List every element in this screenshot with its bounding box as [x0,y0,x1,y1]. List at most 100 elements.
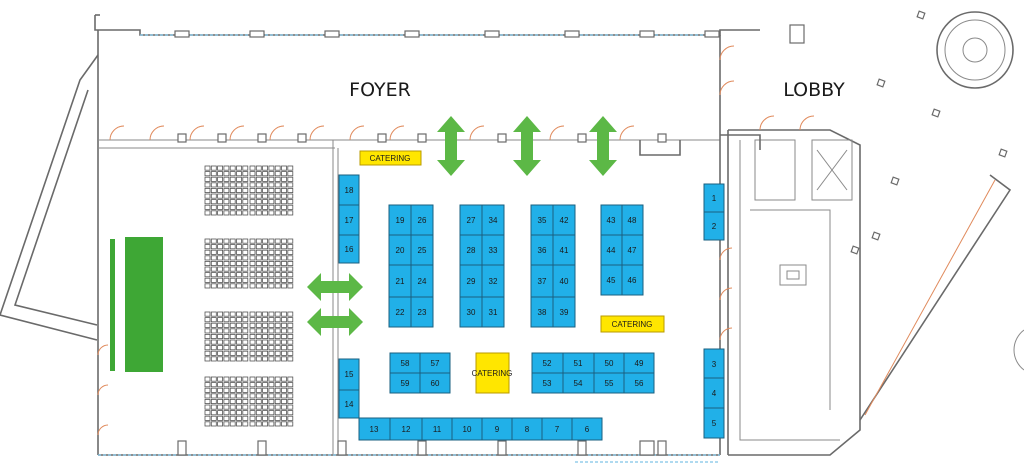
seat [281,182,287,188]
seat [274,266,281,272]
booth-44[interactable]: 44 [600,234,623,266]
booth-33[interactable]: 33 [481,234,505,266]
seat [217,199,224,205]
booth-19[interactable]: 19 [388,204,412,236]
catering-top[interactable]: CATERING [359,150,422,166]
booth-23[interactable]: 23 [410,296,434,328]
seat [274,277,281,283]
seat [287,255,294,261]
booth-54[interactable]: 54 [562,372,595,394]
booth-10[interactable]: 10 [451,417,483,441]
booth-20[interactable]: 20 [388,234,412,266]
booth-48[interactable]: 48 [621,204,644,236]
booth-51[interactable]: 51 [562,352,595,374]
booth-17[interactable]: 17 [338,204,360,236]
booth-32[interactable]: 32 [481,264,505,298]
booth-26[interactable]: 26 [410,204,434,236]
booth-34[interactable]: 34 [481,204,505,236]
booth-11[interactable]: 11 [421,417,453,441]
seat [274,393,281,399]
booth-15[interactable]: 15 [338,358,360,391]
booth-7[interactable]: 7 [541,417,573,441]
booth-47[interactable]: 47 [621,234,644,266]
booth-25[interactable]: 25 [410,234,434,266]
svg-text:29: 29 [467,277,476,286]
booth-57[interactable]: 57 [419,352,451,374]
booth-50[interactable]: 50 [593,352,625,374]
booth-8[interactable]: 8 [511,417,543,441]
booth-52[interactable]: 52 [531,352,564,374]
booth-14[interactable]: 14 [338,389,360,419]
booth-53[interactable]: 53 [531,372,564,394]
seat [204,199,211,205]
booth-46[interactable]: 46 [621,264,644,296]
booth-24[interactable]: 24 [410,264,434,298]
seat [281,165,287,171]
booth-37[interactable]: 37 [530,264,554,298]
booth-2[interactable]: 2 [703,211,725,241]
seat [217,255,224,261]
booth-35[interactable]: 35 [530,204,554,236]
seat [210,277,217,283]
seat [255,328,262,334]
booth-43[interactable]: 43 [600,204,623,236]
booth-6[interactable]: 6 [571,417,603,441]
booth-30[interactable]: 30 [459,296,483,328]
seat [204,421,211,427]
seat [217,382,224,388]
booth-9[interactable]: 9 [481,417,513,441]
booth-55[interactable]: 55 [593,372,625,394]
booth-29[interactable]: 29 [459,264,483,298]
seat [262,204,269,210]
seat [281,317,287,323]
booth-3[interactable]: 3 [703,348,725,379]
seat [223,410,230,416]
seat [262,210,269,216]
seat [249,322,256,328]
seat [204,193,211,199]
booth-49[interactable]: 49 [623,352,655,374]
booth-13[interactable]: 13 [358,417,391,441]
booth-58[interactable]: 58 [389,352,421,374]
booth-41[interactable]: 41 [552,234,576,266]
seat [223,266,230,272]
columns [174,24,805,456]
booth-31[interactable]: 31 [481,296,505,328]
seat [242,171,249,177]
booth-16[interactable]: 16 [338,234,360,264]
catering-center[interactable]: CATERING [472,352,513,394]
seat [287,382,294,388]
seat [281,266,287,272]
seat [242,410,249,416]
booth-4[interactable]: 4 [703,377,725,409]
seat [255,322,262,328]
seat [229,204,236,210]
booth-60[interactable]: 60 [419,372,451,394]
catering-right[interactable]: CATERING [600,315,665,333]
booth-22[interactable]: 22 [388,296,412,328]
booth-40[interactable]: 40 [552,264,576,298]
booth-36[interactable]: 36 [530,234,554,266]
booth-27[interactable]: 27 [459,204,483,236]
seat [262,283,269,289]
booth-5[interactable]: 5 [703,407,725,439]
doors [97,45,815,436]
booth-28[interactable]: 28 [459,234,483,266]
seat [236,244,242,250]
booth-39[interactable]: 39 [552,296,576,328]
booth-21[interactable]: 21 [388,264,412,298]
booth-42[interactable]: 42 [552,204,576,236]
booth-38[interactable]: 38 [530,296,554,328]
seat [268,255,275,261]
seat [217,317,224,323]
booth-56[interactable]: 56 [623,372,655,394]
booth-12[interactable]: 12 [389,417,423,441]
booth-1[interactable]: 1 [703,183,725,213]
seat [268,387,275,393]
booth-59[interactable]: 59 [389,372,421,394]
booth-45[interactable]: 45 [600,264,623,296]
seat [204,238,211,244]
seat [210,199,217,205]
booth-18[interactable]: 18 [338,174,360,206]
seat [223,272,230,278]
